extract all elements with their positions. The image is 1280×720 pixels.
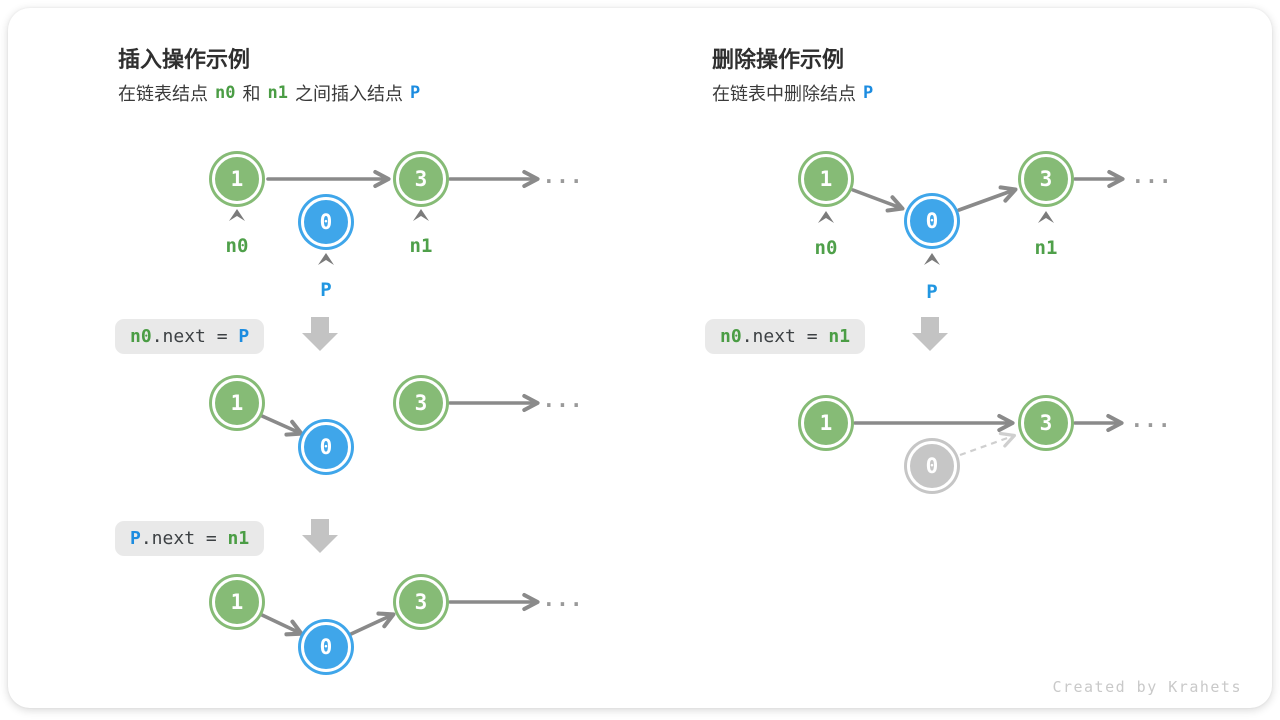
- ellipsis: ...: [542, 164, 584, 189]
- node-value: 3: [1039, 411, 1053, 435]
- node-circle: 3: [396, 577, 446, 627]
- credit-text: Created by Krahets: [1052, 678, 1242, 696]
- code-lhs: P: [130, 528, 141, 549]
- node-pointer-label: P: [320, 279, 332, 301]
- node-circle: 3: [1021, 398, 1071, 448]
- node-circle: 1: [212, 154, 262, 204]
- code-snippet: n0.next = n1: [705, 319, 866, 354]
- node-value: 0: [319, 210, 333, 234]
- node-value: 3: [414, 590, 428, 614]
- node-value: 0: [319, 635, 333, 659]
- p-token: P: [863, 83, 874, 103]
- code-snippet: n0.next = P: [115, 319, 265, 354]
- right-subtitle: 在链表中删除结点 P: [712, 80, 880, 106]
- ellipsis: ...: [542, 587, 584, 612]
- node-value: 3: [1039, 167, 1053, 191]
- node-value: 0: [319, 435, 333, 459]
- node-value: 1: [230, 167, 244, 191]
- code-rhs: n1: [227, 528, 250, 549]
- left-subtitle: 在链表结点 n0 和 n1 之间插入结点 P: [118, 80, 427, 106]
- n1-token: n1: [267, 83, 288, 103]
- subtitle-text: 在链表结点: [118, 84, 208, 104]
- subtitle-text: 之间插入结点: [294, 84, 403, 104]
- node-value: 3: [414, 391, 428, 415]
- code-mid: .next =: [741, 326, 829, 347]
- node-value: 0: [925, 454, 939, 478]
- subtitle-text: 在链表中删除结点: [712, 84, 856, 104]
- node-circle-removed: 0: [907, 441, 957, 491]
- node-circle: 1: [801, 154, 851, 204]
- code-lhs: n0: [130, 326, 152, 347]
- n0-token: n0: [215, 83, 236, 103]
- subtitle-text: 和: [242, 84, 261, 104]
- code-mid: .next =: [151, 326, 239, 347]
- code-lhs: n0: [720, 326, 742, 347]
- node-circle: 3: [396, 378, 446, 428]
- diagram-card: [8, 8, 1272, 708]
- node-circle: 0: [301, 622, 351, 672]
- node-pointer-label: n1: [1034, 237, 1058, 259]
- node-value: 0: [925, 209, 939, 233]
- node-circle: 3: [396, 154, 446, 204]
- node-value: 1: [230, 590, 244, 614]
- node-circle: 1: [212, 577, 262, 627]
- right-title: 删除操作示例: [712, 47, 845, 72]
- node-circle: 1: [801, 398, 851, 448]
- node-value: 1: [230, 391, 244, 415]
- node-circle: 0: [301, 197, 351, 247]
- node-pointer-label: n0: [225, 235, 249, 257]
- node-value: 1: [819, 411, 833, 435]
- code-snippet: P.next = n1: [115, 521, 265, 556]
- node-pointer-label: n0: [814, 237, 838, 259]
- node-value: 1: [819, 167, 833, 191]
- ellipsis: ...: [542, 388, 584, 413]
- node-circle: 0: [907, 196, 957, 246]
- node-circle: 0: [301, 422, 351, 472]
- code-mid: .next =: [140, 528, 228, 549]
- code-rhs: P: [238, 326, 250, 347]
- node-circle: 3: [1021, 154, 1071, 204]
- node-circle: 1: [212, 378, 262, 428]
- ellipsis: ...: [1131, 164, 1173, 189]
- p-token: P: [409, 83, 421, 103]
- node-value: 3: [414, 167, 428, 191]
- ellipsis: ...: [1130, 408, 1172, 433]
- node-pointer-label: n1: [409, 235, 433, 257]
- node-pointer-label: P: [926, 281, 938, 303]
- left-title: 插入操作示例: [118, 47, 251, 72]
- code-rhs: n1: [828, 326, 851, 347]
